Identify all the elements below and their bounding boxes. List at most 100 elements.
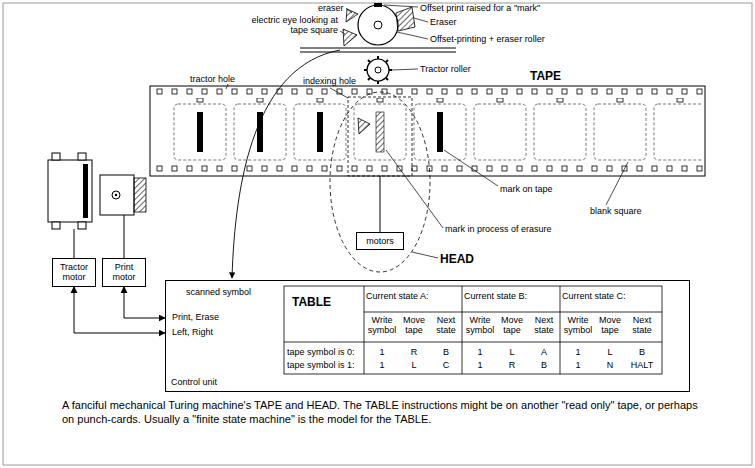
part-label: eraser (318, 3, 344, 13)
table-subheader: Next state (430, 315, 462, 336)
guide-rail (300, 52, 456, 53)
eraser-pad (396, 7, 415, 31)
head-frame (348, 97, 412, 176)
table-cell: B (430, 347, 462, 357)
table-subheader: Move tape (398, 315, 430, 336)
eraser-pad (346, 9, 358, 22)
table-subheader: Write symbol (562, 315, 594, 336)
drawing-part (444, 150, 498, 186)
table-subheader: Next state (528, 315, 560, 336)
table-cell: R (496, 360, 528, 370)
drawing-part (368, 60, 370, 62)
drawing-part (346, 8, 352, 13)
table-subheader: Write symbol (464, 315, 496, 336)
part-label: Offset print raised for a "mark" (420, 3, 540, 13)
table-subheader: Next state (626, 315, 658, 336)
part-label: mark in process of erasure (445, 224, 552, 234)
head-outline (330, 92, 430, 272)
drive-shaft (124, 215, 125, 258)
signal-name: Left, Right (171, 327, 214, 337)
part-title: TAPE (530, 70, 561, 84)
table-grid (284, 286, 662, 374)
print-pad (134, 178, 146, 212)
drawing-part (462, 286, 463, 374)
drawing-part (377, 56, 379, 59)
table-cell: B (626, 347, 658, 357)
tractor-roller (367, 59, 389, 81)
tape-squares (170, 98, 702, 168)
tractor-holes (152, 86, 703, 176)
table-header: Current state A: (366, 291, 458, 301)
sprocket-teeth (364, 56, 392, 84)
drawing-part (330, 88, 348, 98)
part-label: electric eye looking at tape square (250, 15, 338, 36)
roller-axle (374, 21, 382, 29)
table-title: TABLE (292, 296, 331, 310)
part-label: indexing hole (303, 76, 356, 86)
table-cell: A (528, 347, 560, 357)
electric-eye (343, 29, 357, 46)
unit-name: Control unit (171, 377, 217, 387)
head (330, 92, 430, 272)
table-cell: R (398, 347, 430, 357)
drawing-part (386, 60, 388, 62)
tape-mark (437, 112, 443, 152)
part-label: tractor hole (190, 74, 235, 84)
table-header: Current state B: (464, 291, 556, 301)
offset-roller (358, 5, 398, 45)
table-header: Current state C: (562, 291, 654, 301)
head-eye (358, 118, 370, 134)
print-axle (112, 191, 120, 199)
part-label: Eraser (430, 17, 457, 27)
drawing-part (389, 69, 392, 71)
part-label: Tractor roller (420, 64, 471, 74)
control-wire (74, 287, 165, 333)
frame (3, 3, 752, 465)
drawing-part (384, 5, 418, 7)
box-label: motors (359, 236, 401, 246)
tape-mark (197, 112, 203, 152)
drawing-part (560, 286, 561, 374)
roller-axle (375, 67, 381, 73)
tractor-bracket (52, 222, 60, 229)
drawing-part (364, 286, 365, 374)
table-cell: HALT (626, 360, 658, 370)
drawing-part (414, 18, 428, 22)
print-drive (100, 175, 134, 215)
table-subheader: Write symbol (366, 315, 398, 336)
table-row-header: tape symbol is 1: (287, 360, 355, 370)
drawing-part (412, 252, 438, 258)
drawing-part (364, 312, 662, 313)
drawing-part (392, 69, 418, 70)
drawing-part (368, 78, 370, 80)
guide-rail (300, 48, 456, 49)
tape-strip (150, 86, 705, 176)
table-cell: 1 (562, 347, 594, 357)
table-row-header: tape symbol is 0: (287, 347, 355, 357)
motor-box: Tractor motor (52, 258, 96, 287)
table-subheader: Move tape (496, 315, 528, 336)
signal-name: Print, Erase (171, 312, 220, 322)
drawing-part (364, 69, 367, 71)
table-cell: 1 (464, 347, 496, 357)
table-cell: 1 (562, 360, 594, 370)
caption: A fanciful mechanical Turing machine's T… (62, 399, 702, 427)
drive-shaft (74, 229, 75, 258)
table-cell: 1 (366, 360, 398, 370)
tape-mark (317, 112, 323, 152)
tractor-drum (83, 164, 88, 218)
drawing-part (284, 342, 662, 343)
part-title: HEAD (440, 253, 474, 267)
drawing-part (226, 84, 228, 89)
table-cell: B (528, 360, 560, 370)
tape-mark (257, 112, 263, 152)
drawing-part (606, 162, 628, 205)
print-axle (115, 194, 117, 196)
motor-mechanisms (48, 153, 146, 258)
drawing-part (386, 78, 388, 80)
drawing-part (340, 31, 345, 34)
table-cell: L (398, 360, 430, 370)
table-cell: L (496, 347, 528, 357)
part-label: mark on tape (500, 184, 553, 194)
